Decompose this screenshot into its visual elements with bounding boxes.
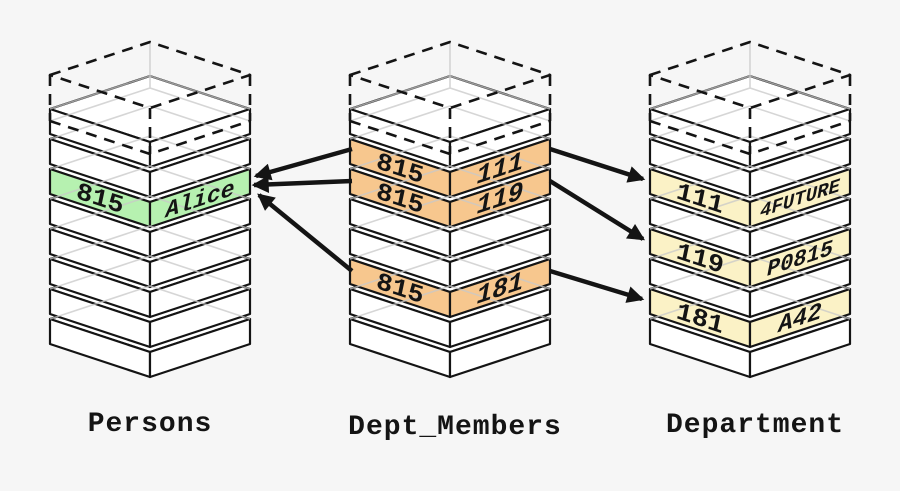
arrow-member-181-to-department [549,268,645,303]
row-right-face [148,167,252,229]
department-stack: 111 4FUTURE 119 P0815 181 A42 [648,40,852,379]
arrow-member-119-to-person [251,175,353,193]
department-label: Department [666,410,844,441]
department-open-top [648,40,852,156]
row-right-face [448,167,552,229]
row-right-face [748,287,852,349]
arrow-member-119-to-department [548,179,646,241]
row-right-face [448,257,552,319]
persons-open-top [48,40,252,156]
row-right-face [748,227,852,289]
persons-stack: 815 Alice [48,40,252,379]
row-right-face [748,167,852,229]
row-right-face [448,137,552,199]
arrow-member-181-to-person [257,193,354,273]
dept-members-label: Dept_Members [348,412,562,443]
arrow-member-111-to-department [549,146,646,183]
dept-members-stack: 815 111 815 119 815 181 [348,40,552,379]
dept-members-open-top [348,40,552,156]
arrow-member-111-to-person [253,146,353,181]
persons-label: Persons [88,409,213,440]
relation-arrows [251,146,646,303]
